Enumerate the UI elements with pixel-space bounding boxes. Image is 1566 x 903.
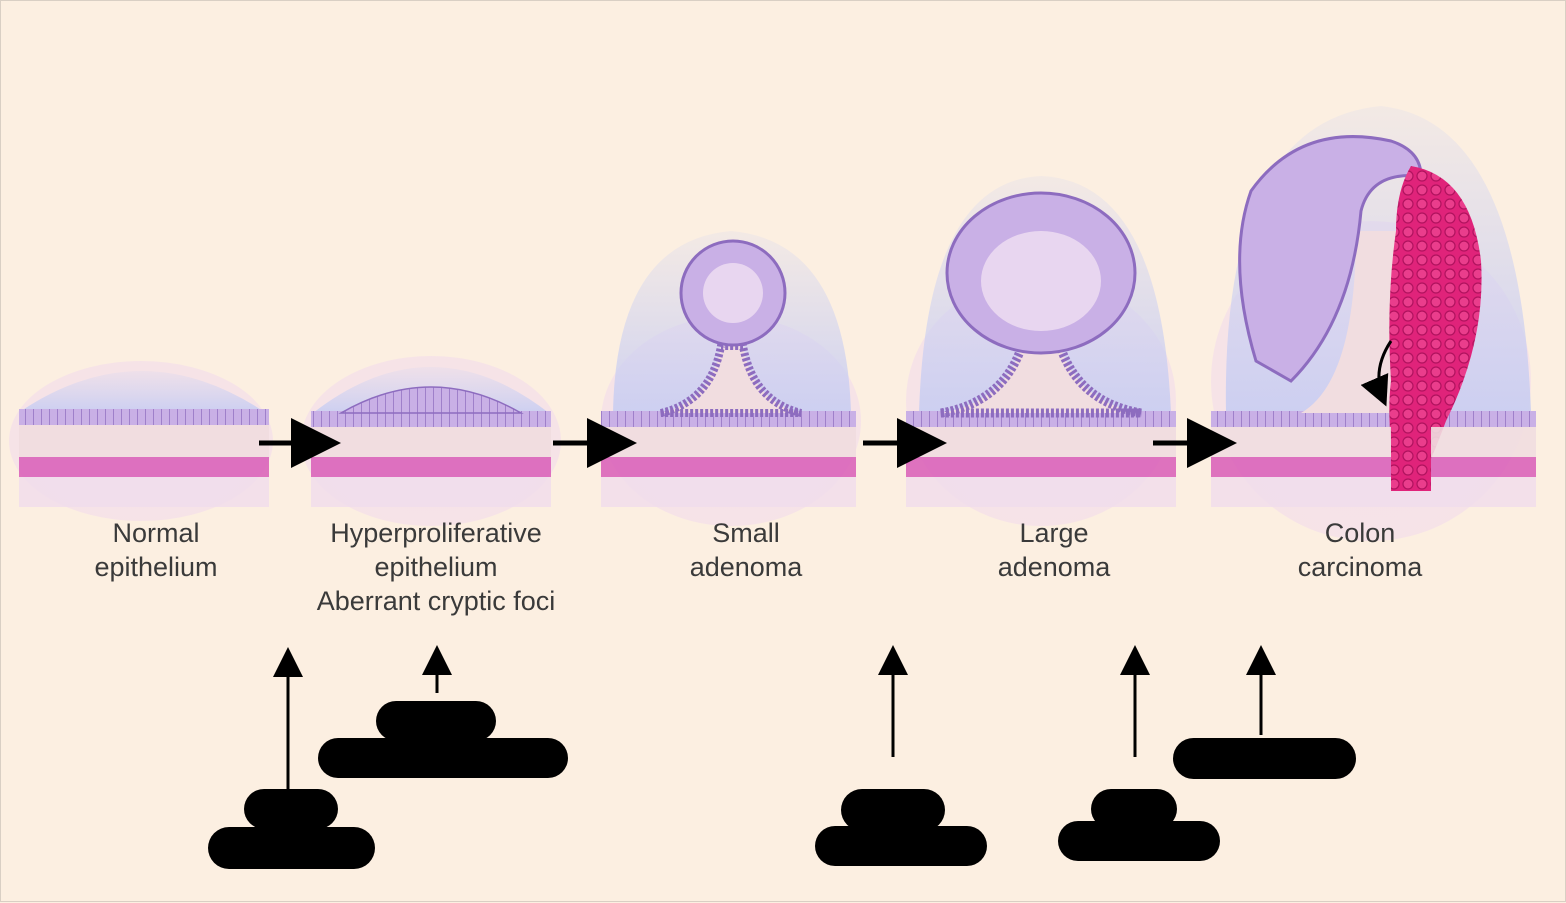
redaction-block [841,789,945,831]
stage-hyperproliferative-illustration [301,356,561,526]
stage-label-carcinoma: Colon carcinoma [1297,518,1423,582]
redaction-block [318,738,568,778]
redaction-block [376,701,496,741]
redaction-block [815,826,987,866]
stage-label-small-adenoma: Small adenoma [689,518,803,582]
redaction-block [1058,821,1220,861]
redaction-block [208,827,375,869]
stage-label-normal: Normal epithelium [94,518,218,582]
redaction-block [1173,738,1356,779]
stage-carcinoma-illustration [1211,106,1536,541]
stage-label-hyperproliferative: Hyperproliferative epithelium Aberrant c… [316,518,556,616]
stage-normal-illustration [9,361,273,521]
stage-label-large-adenoma: Large adenoma [997,518,1111,582]
stage-large-adenoma-illustration [906,176,1176,526]
redaction-block [244,789,338,829]
stage-small-adenoma-illustration [601,231,861,526]
pointer-arrows [273,645,1276,801]
